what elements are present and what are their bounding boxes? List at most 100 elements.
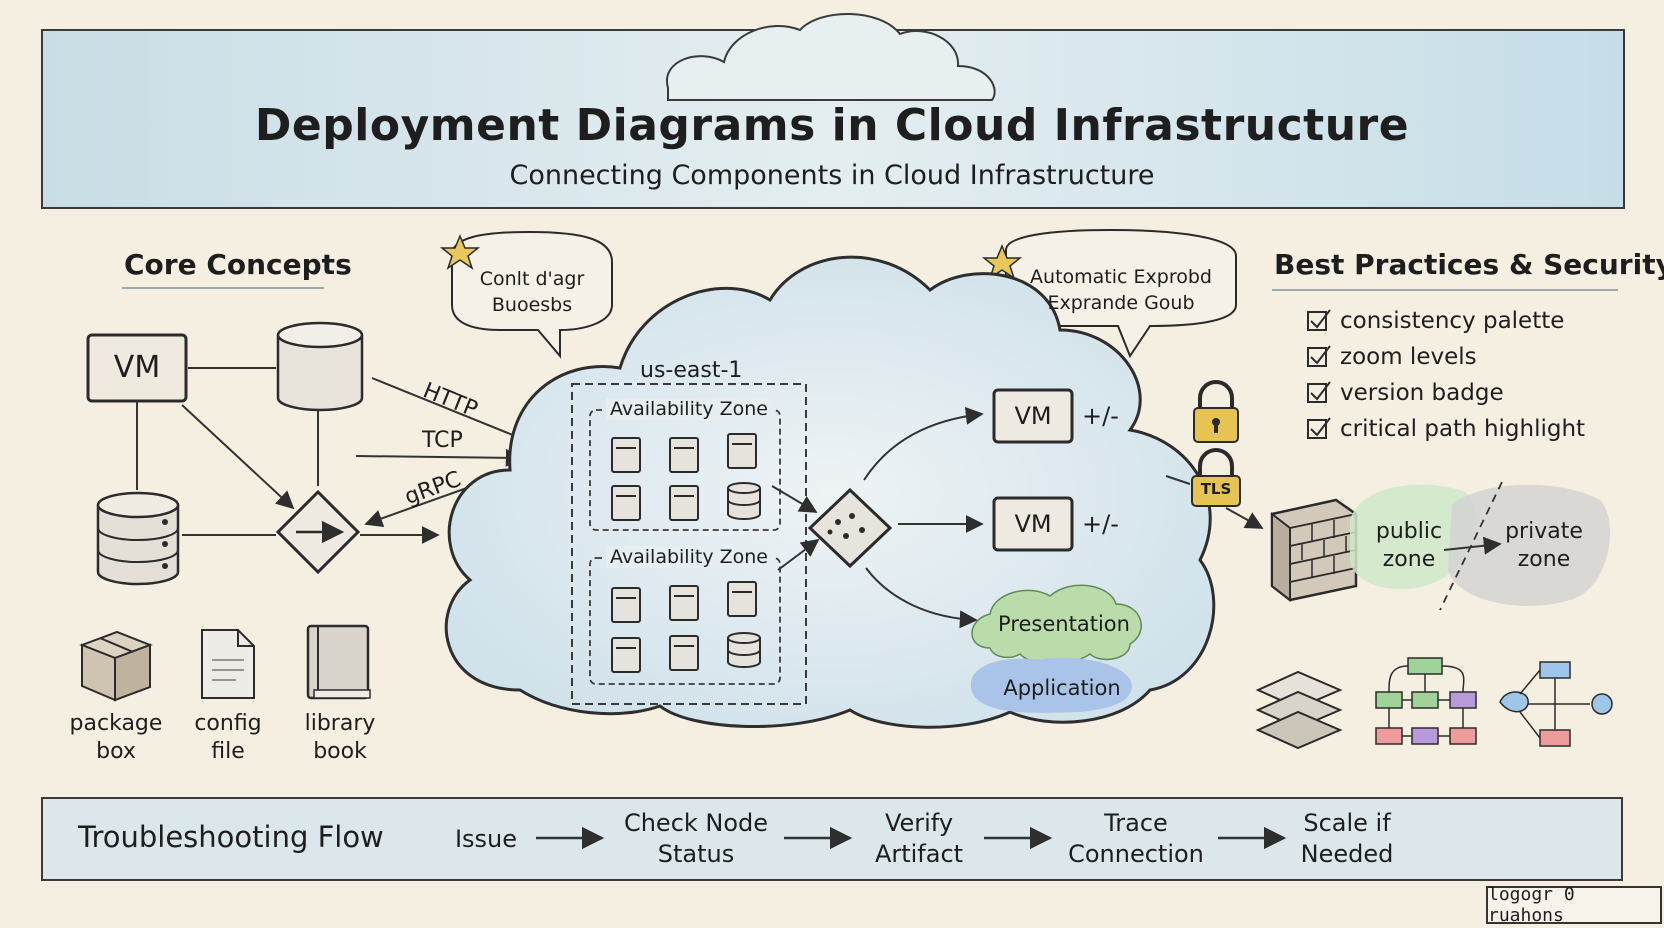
flow-step: Issue	[426, 824, 546, 854]
checkbox-icon	[1307, 309, 1331, 331]
artifact-label-line: package	[69, 711, 163, 736]
scale-indicator: +/-	[1082, 510, 1119, 538]
vm-node-label: VM	[1014, 402, 1052, 430]
vm-node-box	[992, 388, 1074, 444]
vm-node-box	[992, 496, 1074, 552]
flow-step: Check Node Status	[606, 808, 786, 870]
library-book-label: library book	[290, 710, 390, 766]
flow-step-line: Artifact	[874, 840, 964, 868]
db-icon	[727, 482, 761, 520]
flow-step-line: Connection	[1068, 840, 1204, 868]
protocol-label-tcp: TCP	[422, 428, 463, 453]
callout-bubbles	[439, 228, 1237, 359]
core-concepts-heading: Core Concepts	[124, 248, 352, 281]
checkbox-icon	[1307, 381, 1331, 403]
callout-line: Automatic Exprobd	[1030, 266, 1212, 288]
lock-icon	[1193, 380, 1239, 443]
server-icon	[669, 437, 699, 473]
vm-box	[86, 333, 188, 403]
flow-step: Verify Artifact	[854, 808, 984, 870]
flow-step-line: Check Node	[623, 809, 769, 837]
package-box-icon	[79, 630, 153, 702]
flow-step: Scale if Needed	[1288, 808, 1406, 870]
zone-label-line: zone	[1517, 547, 1571, 572]
flow-step-line: Trace	[1104, 809, 1168, 837]
artifact-label-line: config	[194, 711, 262, 736]
artifact-label-line: book	[313, 739, 367, 764]
pipeline-icon	[1499, 661, 1613, 747]
flow-step-line: Needed	[1300, 840, 1394, 868]
server-icon	[611, 485, 641, 521]
config-file-label: config file	[180, 710, 276, 766]
checkbox-icons	[1272, 289, 1618, 439]
availability-zone-label: Availability Zone	[606, 398, 772, 420]
server-icon	[669, 635, 699, 671]
layers-icon	[1255, 670, 1343, 750]
best-practices-heading: Best Practices & Security	[1274, 248, 1664, 281]
best-practice-item: zoom levels	[1340, 344, 1477, 370]
core-concepts-diagram	[79, 287, 532, 702]
flow-step-line: Issue	[454, 825, 518, 853]
server-icon	[727, 581, 757, 617]
artifact-label-line: library	[304, 711, 376, 736]
artifact-label-line: box	[96, 739, 136, 764]
star-icon	[981, 244, 1023, 280]
tls-label: TLS	[1200, 480, 1232, 498]
server-icon	[669, 585, 699, 621]
checkbox-icon	[1307, 345, 1331, 367]
flow-step-line: Verify	[884, 809, 954, 837]
best-practice-item: consistency palette	[1340, 308, 1565, 334]
package-box-label: package box	[60, 710, 172, 766]
zone-label-line: zone	[1382, 547, 1436, 572]
database-stack	[96, 491, 180, 586]
page-title: Deployment Diagrams in Cloud Infrastruct…	[254, 100, 1410, 151]
callout-line: Conlt d'agr	[479, 268, 585, 290]
public-zone-label: public zone	[1366, 518, 1452, 574]
security-icons	[1165, 380, 1610, 611]
private-zone-label: private zone	[1496, 518, 1592, 574]
db-icon	[727, 632, 761, 668]
header-banner	[41, 13, 1625, 209]
flowchart-icon	[1375, 657, 1477, 745]
callout-line: Exprande Goub	[1047, 292, 1195, 314]
zone-label-line: public	[1375, 519, 1443, 544]
scale-indicator: +/-	[1082, 402, 1119, 430]
zone-label-line: private	[1505, 519, 1583, 544]
flow-step-line: Scale if	[1303, 809, 1391, 837]
config-file-icon	[201, 629, 255, 699]
server-icon	[669, 485, 699, 521]
vm-label: VM	[113, 350, 161, 385]
best-practice-item: critical path highlight	[1340, 416, 1586, 442]
flow-step-line: Status	[657, 840, 735, 868]
troubleshooting-heading: Troubleshooting Flow	[78, 820, 384, 854]
tls-lock-icon	[1191, 448, 1241, 507]
flow-step: Trace Connection	[1054, 808, 1218, 870]
callout-right-text: Automatic Exprobd Exprande Goub	[1008, 264, 1234, 316]
firewall-icon	[1270, 498, 1358, 603]
storage-cylinder	[276, 321, 364, 412]
region-label: us-east-1	[640, 358, 743, 383]
pattern-icons	[1255, 657, 1613, 750]
presentation-tier-label: Presentation	[998, 612, 1130, 636]
availability-zone-label: Availability Zone	[606, 546, 772, 568]
library-book-icon	[306, 624, 371, 700]
server-icon	[611, 587, 641, 623]
best-practice-item: version badge	[1340, 380, 1504, 406]
zone-servers	[611, 433, 761, 673]
callout-line: Buoesbs	[491, 294, 573, 316]
page-subtitle: Connecting Components in Cloud Infrastru…	[509, 160, 1155, 191]
server-icon	[611, 437, 641, 473]
server-icon	[611, 637, 641, 673]
application-tier-label: Application	[1003, 676, 1121, 700]
star-icon	[439, 234, 481, 270]
troubleshooting-band	[41, 797, 1623, 881]
artifact-label-line: file	[211, 739, 245, 764]
footer-badge: logogr 0 ruahons	[1486, 884, 1662, 926]
server-icon	[727, 433, 757, 469]
vm-node-label: VM	[1014, 510, 1052, 538]
load-balancer	[771, 388, 1142, 713]
checkbox-icon	[1307, 417, 1331, 439]
callout-left-text: Conlt d'agr Buoesbs	[454, 266, 610, 318]
